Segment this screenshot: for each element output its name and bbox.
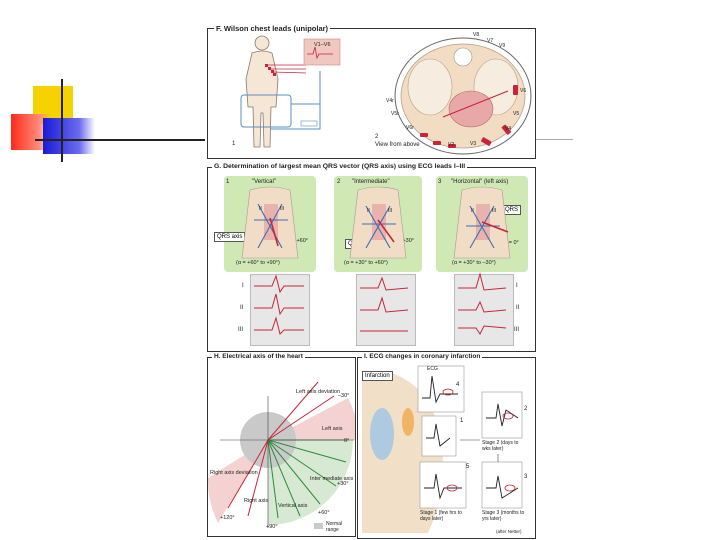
deg-0: 0° xyxy=(344,438,349,444)
lead-range-label: V1–V6 xyxy=(314,42,331,48)
deg-plus-120: +120° xyxy=(220,515,235,521)
stage-2-label: Stage 2 (days to wks later) xyxy=(482,440,526,452)
panel-i: I. ECG changes in coronary infarction I xyxy=(357,357,536,539)
lead-v6r: V6r xyxy=(406,125,414,131)
decor-horizontal-line xyxy=(35,139,205,141)
stage-num-4: 4 xyxy=(456,382,459,388)
lead-v6: V6 xyxy=(520,88,526,94)
credit-label: (after Netter) xyxy=(496,529,522,534)
body-figure xyxy=(246,36,278,147)
ecg-row-i-left: I xyxy=(242,283,244,289)
infarction-tag: Infarction xyxy=(362,371,393,381)
resistor-box xyxy=(301,121,317,126)
panel-h: H. Electrical axis of the heart Left axi… xyxy=(207,357,356,537)
deg-plus-60: +60° xyxy=(318,510,330,516)
ecg-row-ii-right: II xyxy=(516,305,519,311)
lead-v5: V5 xyxy=(513,111,519,117)
ecg-label: ECG xyxy=(427,366,438,372)
lead-v7: V7 xyxy=(487,38,493,44)
normal-range-label: Normal range xyxy=(326,521,354,533)
fig-f-number-2: 2 xyxy=(375,134,378,140)
ecg-row-iii-right: III xyxy=(514,327,519,333)
ecg-row-ii-left: II xyxy=(240,305,243,311)
stage-3-label: Stage 3 (months to yrs later) xyxy=(482,510,532,522)
wilson-figure xyxy=(208,29,535,158)
left-axis-deviation: Left axis deviation xyxy=(296,389,340,395)
lead-v5r: V5r xyxy=(391,111,399,117)
lead-v3: V3 xyxy=(470,141,476,147)
stage-1-label: Stage 1 (few hrs to days later) xyxy=(420,510,470,522)
decor-horizontal-line-right xyxy=(533,139,573,140)
axis-wheel xyxy=(208,358,355,536)
lead-v8: V8 xyxy=(473,32,479,38)
lead-v9: V9 xyxy=(499,43,505,49)
stage-num-1: 1 xyxy=(460,418,463,424)
ecg-row-i-right: I xyxy=(516,283,518,289)
stage-num-3: 3 xyxy=(524,474,527,480)
deg-plus-90: +90° xyxy=(266,524,278,530)
stage-num-5: 5 xyxy=(466,464,469,470)
panel-g: G. Determination of largest mean QRS vec… xyxy=(207,167,536,352)
decor-vertical-line xyxy=(61,79,63,162)
deg-plus-30: +30° xyxy=(337,481,349,487)
decor-blue-square xyxy=(43,118,95,154)
stage-num-2: 2 xyxy=(524,406,527,412)
lead-v4r: V4r xyxy=(386,98,394,104)
lead-v4: V4 xyxy=(505,126,511,132)
view-caption: View from above xyxy=(375,142,420,148)
right-axis: Right axis xyxy=(244,498,268,504)
deg-minus-30: –30° xyxy=(338,393,349,399)
lead-v2: V2 xyxy=(448,142,454,148)
ecg-row-iii-left: III xyxy=(238,327,243,333)
left-axis: Left axis xyxy=(322,426,342,432)
fig-f-number-1: 1 xyxy=(232,141,235,147)
ecg-traces xyxy=(208,168,535,351)
right-axis-deviation: Right axis deviation xyxy=(210,470,258,476)
panel-f: F. Wilson chest leads (unipolar) xyxy=(207,28,536,159)
vertical-axis: Vertical axis xyxy=(278,503,307,509)
chest-cross-section xyxy=(395,38,531,154)
